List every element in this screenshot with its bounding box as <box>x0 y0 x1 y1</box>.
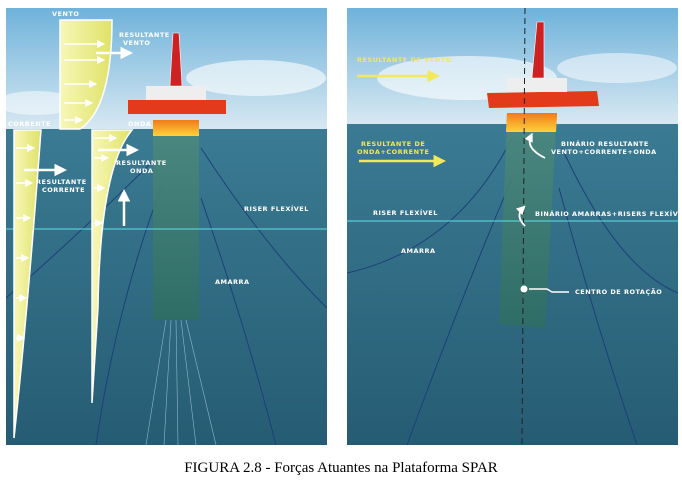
yellow-resultant-arrows <box>357 69 446 168</box>
left-panel-forces-diagram: VENTO RESULTANTE VENTO CORRENTE ONDA RES… <box>0 8 328 446</box>
label-corrente: CORRENTE <box>8 120 51 128</box>
label-binario-resultante-2: VENTO+CORRENTE+ONDA <box>551 148 657 156</box>
resultant-arrows <box>24 46 139 226</box>
label-resultante-onda-corrente-2: ONDA+CORRENTE <box>357 148 429 156</box>
label-amarra: AMARRA <box>215 278 250 286</box>
label-resultante-corrente-2: CORRENTE <box>42 186 85 194</box>
spar-hull <box>153 120 199 320</box>
label-resultante-onda-2: ONDA <box>130 167 153 175</box>
label-riser-flexivel: RISER FLEXÍVEL <box>244 204 309 213</box>
platform-topside <box>128 32 226 114</box>
mooring-lines <box>346 137 679 446</box>
label-resultante-vento-2: VENTO <box>123 39 150 47</box>
moment-arrows <box>516 132 546 227</box>
right-panel-moment-diagram: RESULTANTE DE VENTO RESULTANTE DE ONDA+C… <box>346 7 682 446</box>
label-centro-rotacao: CENTRO DE ROTAÇÃO <box>575 287 662 296</box>
label-binario-amarras: BINÁRIO AMARRAS+RISERS FLEXÍVEIS <box>535 209 678 218</box>
label-onda: ONDA <box>128 120 151 128</box>
figure-caption: FIGURA 2.8 - Forças Atuantes na Platafor… <box>184 460 498 476</box>
current-profile <box>13 129 42 439</box>
rotation-center-marker <box>520 285 528 293</box>
platform-topside <box>487 21 599 108</box>
label-amarra: AMARRA <box>401 247 436 255</box>
label-vento: VENTO <box>52 10 79 18</box>
label-resultante-vento-1: RESULTANTE <box>119 31 170 39</box>
label-binario-resultante-1: BINÁRIO RESULTANTE <box>561 139 649 148</box>
wave-profile <box>91 129 134 404</box>
label-resultante-corrente-1: RESULTANTE <box>36 178 87 186</box>
vertical-axis-dashed <box>521 7 526 446</box>
label-resultante-onda-1: RESULTANTE <box>116 159 167 167</box>
label-riser-flexivel: RISER FLEXÍVEL <box>373 208 438 217</box>
label-resultante-onda-corrente-1: RESULTANTE DE <box>361 140 425 148</box>
riser-bundle <box>145 319 217 446</box>
label-resultante-vento: RESULTANTE DE VENTO <box>357 56 451 64</box>
profile-arrows <box>16 40 118 342</box>
